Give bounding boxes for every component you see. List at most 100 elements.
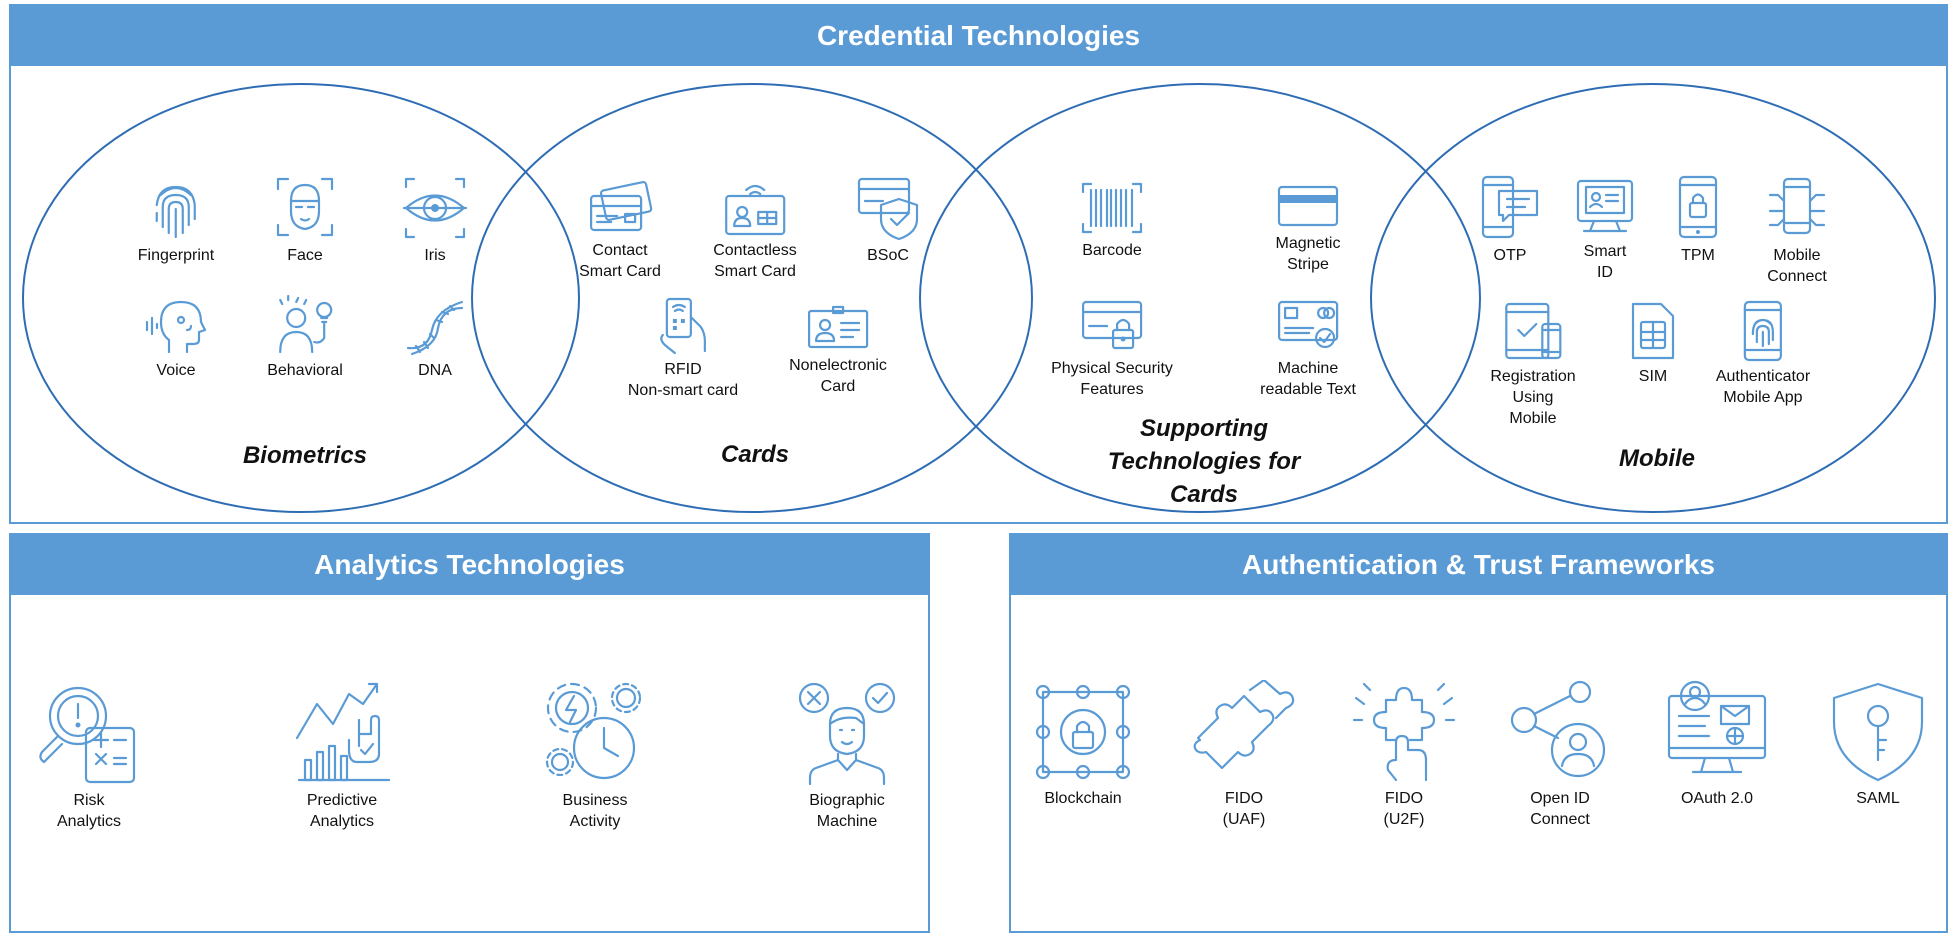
oauth-monitor-icon — [1667, 680, 1767, 774]
nonelectronic-card-item: Nonelectronic Card — [789, 305, 887, 397]
oauth-item: OAuth 2.0 — [1665, 680, 1769, 809]
dna-item: DNA — [402, 294, 468, 381]
fingerprint-icon — [155, 185, 197, 239]
mobile-ellipse — [1370, 83, 1936, 513]
risk-analytics-label: Risk Analytics — [56, 792, 122, 830]
credential-panel: Credential Technologies — [9, 4, 1948, 524]
contactless-card-icon — [724, 184, 786, 236]
blockchain-item: Blockchain — [1031, 680, 1135, 809]
fido-uaf-label: FIDO (UAF) — [1222, 790, 1266, 828]
contact-smart-card-label: Contact Smart Card — [579, 242, 661, 280]
sim-card-icon — [1631, 302, 1675, 360]
business-activity-icon — [545, 682, 642, 780]
otp-item: OTP — [1479, 175, 1541, 266]
mobile-connect-icon — [1768, 177, 1826, 235]
rfid-label: RFID Non-smart card — [627, 361, 739, 399]
blockchain-icon — [1035, 684, 1131, 780]
behavioral-label: Behavioral — [267, 362, 343, 379]
fido-u2f-item: FIDO (U2F) — [1352, 680, 1456, 830]
saml-shield-key-icon — [1832, 682, 1924, 782]
biographic-machine-label: Biographic Machine — [809, 792, 885, 830]
tpm-label: TPM — [1681, 247, 1715, 264]
fingerprint-label: Fingerprint — [137, 247, 215, 264]
physical-security-item: Physical Security Features — [1051, 298, 1173, 400]
risk-analytics-item: Risk Analytics — [36, 680, 142, 832]
bsoc-label: BSoC — [867, 247, 909, 264]
auth-header: Authentication & Trust Frameworks — [1011, 535, 1946, 595]
business-activity-label: Business Activity — [562, 792, 628, 830]
contactless-smart-card-label: Contactless Smart Card — [713, 242, 797, 280]
authenticator-app-label: Authenticator Mobile App — [1715, 368, 1811, 406]
saml-label: SAML — [1856, 790, 1900, 807]
fido-u2f-puzzle-icon — [1352, 682, 1456, 782]
sim-label: SIM — [1638, 368, 1668, 385]
physical-security-label: Physical Security Features — [1051, 360, 1173, 398]
face-icon — [276, 177, 334, 237]
face-label: Face — [287, 247, 323, 264]
predictive-analytics-label: Predictive Analytics — [306, 792, 378, 830]
smart-id-icon — [1576, 179, 1634, 233]
mobile-connect-item: Mobile Connect — [1766, 175, 1828, 287]
analytics-panel: Analytics Technologies — [9, 533, 930, 933]
biographic-machine-item: Biographic Machine — [794, 680, 900, 832]
open-id-share-user-icon — [1510, 680, 1606, 778]
smart-id-item: Smart ID — [1574, 175, 1636, 283]
voice-icon — [145, 300, 207, 354]
iris-icon — [402, 177, 468, 239]
magnetic-stripe-card-icon — [1277, 185, 1339, 227]
supporting-ellipse — [919, 83, 1481, 513]
machine-readable-label: Machine readable Text — [1260, 360, 1356, 398]
oauth-label: OAuth 2.0 — [1680, 790, 1754, 807]
dna-icon — [406, 300, 464, 356]
fingerprint-item: Fingerprint — [138, 175, 214, 266]
face-item: Face — [274, 175, 336, 266]
fido-u2f-label: FIDO (U2F) — [1383, 790, 1425, 828]
cards-title: Cards — [720, 441, 790, 468]
predictive-analytics-item: Predictive Analytics — [289, 680, 395, 832]
open-id-connect-item: Open ID Connect — [1508, 680, 1612, 830]
auth-panel: Authentication & Trust Frameworks — [1009, 533, 1948, 933]
tpm-phone-lock-icon — [1678, 175, 1718, 239]
magnetic-stripe-label: Magnetic Stripe — [1275, 235, 1341, 273]
supporting-title: Supporting Technologies for Cards — [1107, 415, 1301, 508]
mobile-connect-label: Mobile Connect — [1767, 247, 1827, 285]
fido-uaf-puzzle-icon — [1193, 680, 1295, 770]
mobile-title: Mobile — [1619, 445, 1695, 472]
sim-item: SIM — [1629, 300, 1677, 387]
fido-uaf-item: FIDO (UAF) — [1192, 680, 1296, 830]
magnetic-stripe-item: Magnetic Stripe — [1275, 183, 1341, 275]
biometrics-ellipse — [22, 83, 580, 513]
iris-label: Iris — [424, 247, 446, 264]
authenticator-app-item: Authenticator Mobile App — [1716, 300, 1810, 408]
smart-id-label: Smart ID — [1583, 243, 1627, 281]
tpm-item: TPM — [1676, 175, 1720, 266]
authenticator-fingerprint-phone-icon — [1743, 300, 1783, 362]
contactless-smart-card-item: Contactless Smart Card — [713, 180, 797, 282]
barcode-icon — [1081, 182, 1143, 234]
behavioral-item: Behavioral — [267, 294, 343, 381]
voice-item: Voice — [143, 294, 209, 381]
behavioral-icon — [278, 294, 333, 354]
rfid-item: RFID Non-smart card — [628, 295, 738, 401]
barcode-item: Barcode — [1079, 180, 1145, 261]
registration-devices-icon — [1504, 302, 1562, 360]
contact-smart-card-item: Contact Smart Card — [579, 180, 661, 282]
saml-item: SAML — [1826, 680, 1930, 809]
blockchain-label: Blockchain — [1044, 790, 1122, 807]
iris-item: Iris — [402, 175, 468, 266]
rfid-hand-card-icon — [660, 297, 707, 355]
otp-label: OTP — [1493, 247, 1527, 264]
contact-card-icon — [589, 181, 653, 232]
open-id-connect-label: Open ID Connect — [1530, 790, 1590, 828]
id-card-icon — [807, 305, 869, 349]
card-lock-icon — [1081, 300, 1143, 350]
registration-mobile-item: Registration Using Mobile — [1490, 300, 1576, 429]
biographic-person-icon — [798, 682, 896, 786]
biometrics-title: Biometrics — [242, 442, 368, 469]
registration-mobile-label: Registration Using Mobile — [1490, 368, 1576, 427]
machine-readable-item: Machine readable Text — [1260, 298, 1356, 400]
predictive-analytics-icon — [295, 682, 391, 782]
dna-label: DNA — [418, 362, 452, 379]
otp-phone-icon — [1481, 175, 1539, 239]
